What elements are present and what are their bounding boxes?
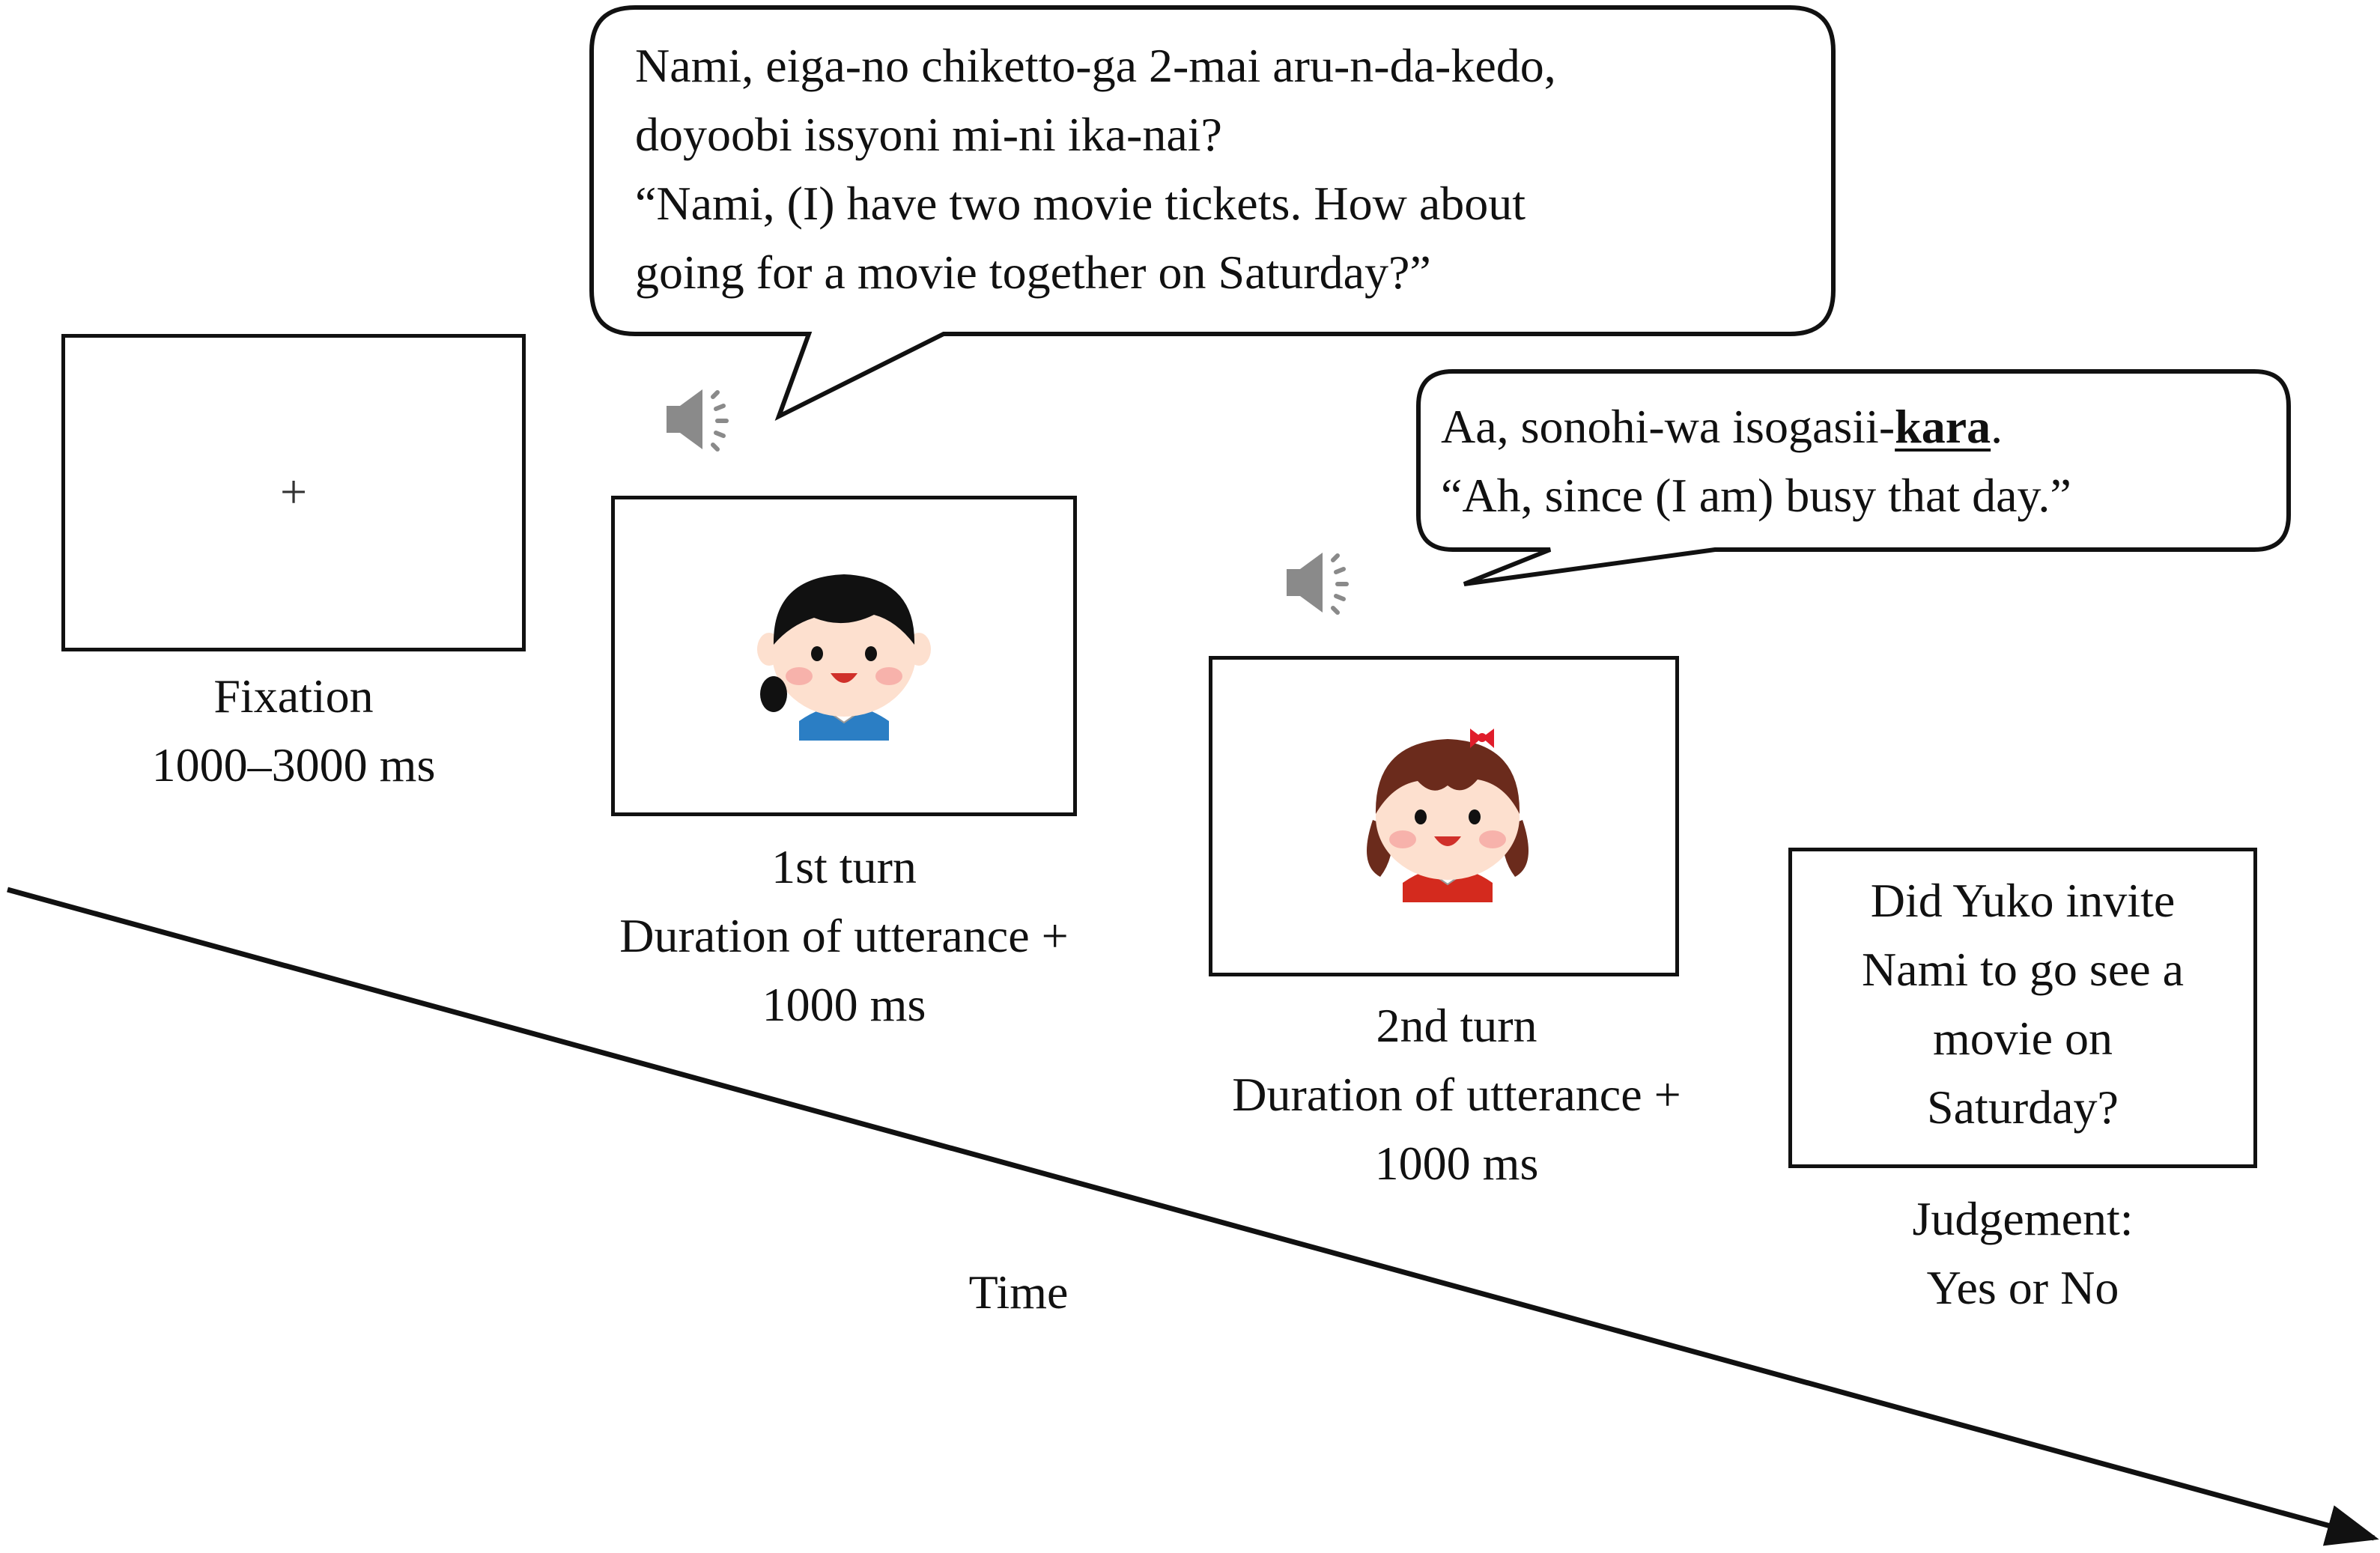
judgement-question: Did Yuko invite Nami to go see a movie o…: [1792, 866, 2253, 1142]
first-turn-title: 1st turn: [771, 840, 917, 893]
time-arrow: [7, 887, 2379, 1546]
fixation-cross: +: [279, 465, 308, 518]
second-turn-duration-line-2: 1000 ms: [1374, 1137, 1539, 1190]
speaker-icon: [667, 389, 729, 452]
speech-bubble-2-outline: [1416, 369, 2291, 586]
bubble-1-line-3: “Nami, (I) have two movie tickets. How a…: [635, 177, 1526, 230]
question-line-4: Saturday?: [1927, 1081, 2119, 1134]
question-line-2: Nami to go see a: [1861, 943, 2185, 996]
first-turn-duration-line-2: 1000 ms: [762, 978, 926, 1031]
fixation-duration: 1000–3000 ms: [151, 738, 436, 791]
bubble-2-line-1: Aa, sonohi-wa isogasii-kara.: [1441, 392, 2071, 461]
second-turn-label: 2nd turn Duration of utterance + 1000 ms: [1157, 991, 1756, 1198]
speech-bubble-1-outline: [589, 5, 1836, 422]
second-turn-title: 2nd turn: [1376, 999, 1537, 1052]
hair-bow-icon: [1470, 729, 1494, 748]
judgement-options: Yes or No: [1926, 1261, 2119, 1314]
judgement-title: Judgement:: [1912, 1192, 2134, 1245]
girl-brown-hair-bow-face: [1367, 729, 1529, 902]
question-line-3: movie on: [1933, 1012, 2113, 1065]
bubble-2-kara-emphasis: kara: [1895, 400, 1991, 453]
first-turn-label: 1st turn Duration of utterance + 1000 ms: [544, 833, 1144, 1039]
judgement-label: Judgement: Yes or No: [1798, 1185, 2247, 1322]
bubble-2-line-1-suffix: .: [1991, 400, 2003, 453]
fixation-screen: +: [61, 334, 526, 651]
girl-black-hair-face: [757, 574, 931, 741]
speaker-icon: [1287, 553, 1349, 615]
bubble-1-line-2: doyoobi issyoni mi-ni ika-nai?: [635, 108, 1222, 161]
second-turn-duration-line-1: Duration of utterance +: [1232, 1068, 1681, 1121]
fixation-label: Fixation 1000–3000 ms: [69, 662, 518, 800]
fixation-title: Fixation: [213, 669, 374, 723]
speech-bubble-2-text: Aa, sonohi-wa isogasii-kara. “Ah, since …: [1441, 392, 2071, 530]
first-turn-duration-line-1: Duration of utterance +: [619, 909, 1069, 962]
first-turn-screen: [611, 496, 1077, 816]
bubble-1-line-1: Nami, eiga-no chiketto-ga 2-mai aru-n-da…: [635, 39, 1556, 92]
question-line-1: Did Yuko invite: [1870, 874, 2176, 927]
second-turn-screen: [1209, 656, 1679, 976]
judgement-screen: Did Yuko invite Nami to go see a movie o…: [1788, 848, 2257, 1168]
bubble-2-line-2: “Ah, since (I am) busy that day.”: [1441, 469, 2071, 522]
speech-bubble-1-text: Nami, eiga-no chiketto-ga 2-mai aru-n-da…: [635, 31, 1556, 307]
time-label: Time: [968, 1265, 1069, 1319]
bubble-1-line-4: going for a movie together on Saturday?”: [635, 246, 1431, 299]
bubble-2-line-1-prefix: Aa, sonohi-wa isogasii-: [1441, 400, 1895, 453]
